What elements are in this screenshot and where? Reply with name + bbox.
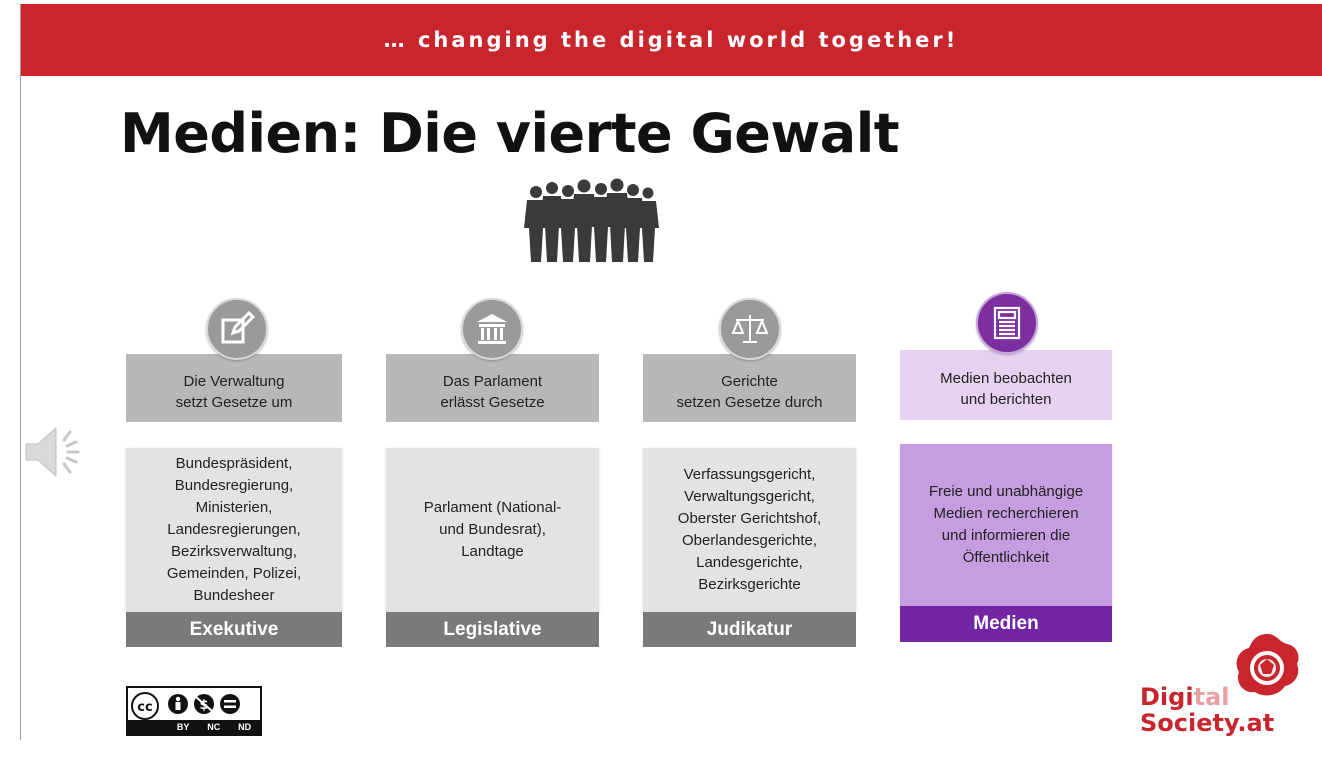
svg-text:$: $: [199, 698, 208, 713]
role-line: Medien beobachten: [940, 370, 1072, 387]
detail-line: Ministerien,: [195, 499, 273, 516]
detail-line: Medien recherchieren: [933, 505, 1079, 522]
detail-line: und Bundesrat),: [439, 521, 546, 538]
detail-line: Bezirksgerichte: [698, 576, 801, 593]
detail-line: Bundespräsident,: [175, 455, 293, 472]
role-box-exekutive: Die Verwaltung setzt Gesetze um: [126, 354, 342, 422]
detail-line: Oberlandesgerichte,: [681, 532, 818, 549]
label-medien: Medien: [900, 606, 1112, 642]
logo-text: Digi: [1140, 683, 1194, 711]
cc-license-badge: cc $ BY NC ND: [126, 686, 262, 736]
label-legislative: Legislative: [386, 612, 599, 647]
license-term: ND: [238, 722, 252, 732]
logo-text: Society.at: [1140, 709, 1275, 737]
detail-box-medien: Freie und unabhängige Medien recherchier…: [900, 444, 1112, 606]
scales-icon: [719, 298, 781, 360]
parliament-icon: [461, 298, 523, 360]
logo-text: tal: [1193, 683, 1230, 711]
left-edge-line: [20, 4, 21, 740]
people-group-icon: [524, 178, 659, 262]
detail-line: Bundesregierung,: [174, 477, 294, 494]
detail-line: Verfassungsgericht,: [683, 466, 816, 483]
svg-text:cc: cc: [137, 700, 152, 715]
edit-icon: [206, 298, 268, 360]
detail-line: Landesregierungen,: [167, 521, 301, 538]
slide: … changing the digital world together! M…: [20, 4, 1322, 765]
label-exekutive: Exekutive: [126, 612, 342, 647]
license-terms: BY NC ND: [128, 720, 260, 734]
role-box-judikatur: Gerichte setzen Gesetze durch: [643, 354, 856, 422]
detail-box-legislative: Parlament (National- und Bundesrat), Lan…: [386, 448, 599, 612]
role-line: Gerichte: [721, 373, 778, 390]
license-term: BY: [176, 722, 190, 732]
speaker-icon[interactable]: [24, 422, 88, 482]
detail-line: Verwaltungsgericht,: [684, 488, 815, 505]
role-line: setzt Gesetze um: [175, 394, 293, 411]
label-judikatur: Judikatur: [643, 612, 856, 647]
detail-line: Landtage: [461, 543, 524, 560]
detail-box-judikatur: Verfassungsgericht, Verwaltungsgericht, …: [643, 448, 856, 612]
top-banner: … changing the digital world together!: [20, 4, 1322, 76]
detail-line: Bezirksverwaltung,: [171, 543, 297, 560]
role-line: erlässt Gesetze: [440, 394, 545, 411]
newspaper-icon: [976, 292, 1038, 354]
detail-line: Oberster Gerichtshof,: [677, 510, 822, 527]
license-term: NC: [207, 722, 221, 732]
detail-line: und informieren die: [941, 527, 1071, 544]
detail-line: Parlament (National-: [423, 499, 562, 516]
slide-title: Medien: Die vierte Gewalt: [120, 102, 900, 165]
detail-line: Öffentlichkeit: [962, 549, 1050, 566]
digital-society-wordmark: Digital Society.at: [1140, 684, 1274, 736]
banner-text: … changing the digital world together!: [383, 28, 959, 52]
role-box-legislative: Das Parlament erlässt Gesetze: [386, 354, 599, 422]
role-line: und berichten: [960, 391, 1052, 408]
role-line: setzen Gesetze durch: [676, 394, 823, 411]
role-line: Die Verwaltung: [183, 373, 285, 390]
role-box-medien: Medien beobachten und berichten: [900, 350, 1112, 420]
detail-line: Gemeinden, Polizei,: [166, 565, 302, 582]
detail-line: Landesgerichte,: [696, 554, 803, 571]
digital-society-logo-icon: [1236, 634, 1299, 696]
license-bar: [128, 720, 260, 734]
detail-box-exekutive: Bundespräsident, Bundesregierung, Minist…: [126, 448, 342, 612]
detail-line: Bundesheer: [193, 587, 275, 604]
role-line: Das Parlament: [442, 373, 543, 390]
detail-line: Freie und unabhängige: [928, 483, 1084, 500]
